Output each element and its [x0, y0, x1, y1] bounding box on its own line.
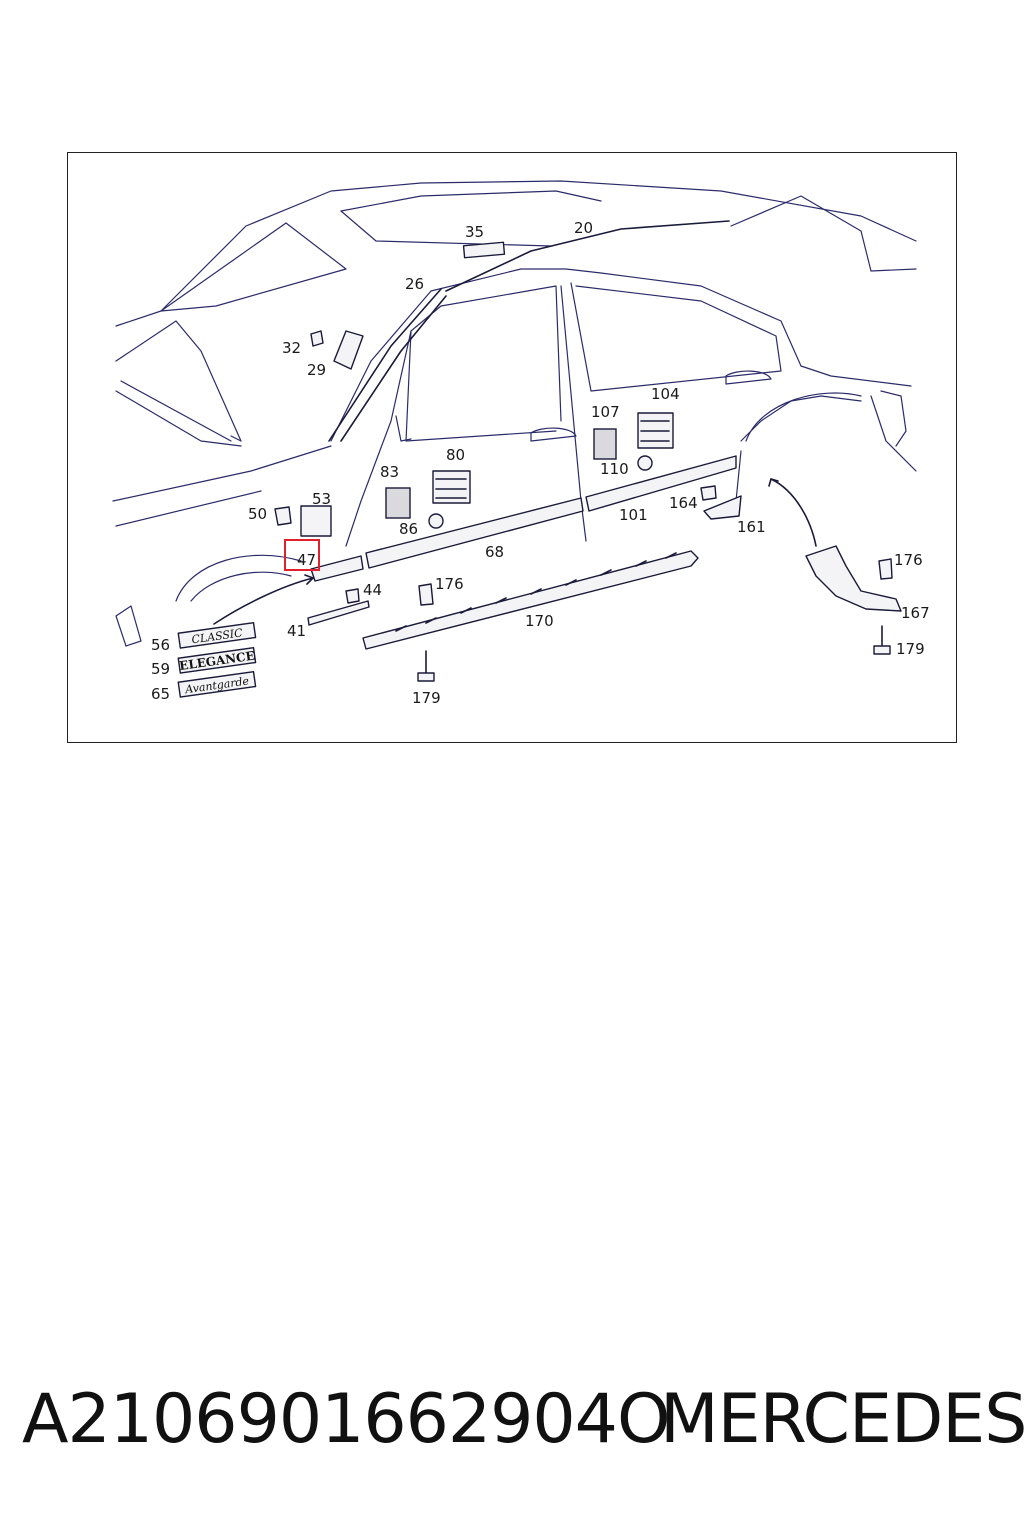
badge-elegance: ELEGANCE: [177, 646, 257, 674]
strip-41: [307, 600, 370, 626]
plug-50: [274, 506, 292, 526]
arrow-to-47: [213, 577, 314, 625]
roof-molding-20: [445, 220, 730, 292]
parts-diagram: CLASSIC ELEGANCE Avantgarde 20 35 26 32 …: [112, 180, 930, 707]
label-29: 29: [307, 361, 326, 379]
label-68: 68: [485, 543, 504, 561]
label-176-right: 176: [894, 551, 923, 569]
clip-80: [432, 470, 471, 504]
sill-panel-170: [362, 550, 699, 650]
bolt-176-left: [418, 583, 434, 606]
label-26: 26: [405, 275, 424, 293]
label-32: 32: [282, 339, 301, 357]
bracket-167: [805, 545, 902, 612]
bolt-176-right: [878, 558, 893, 580]
label-35: 35: [465, 223, 484, 241]
highlight-box-47: [284, 539, 320, 571]
badge-avantgarde: Avantgarde: [177, 670, 257, 698]
plug-164: [700, 485, 717, 501]
label-80: 80: [446, 446, 465, 464]
door-molding-68: [365, 497, 584, 569]
label-167: 167: [901, 604, 930, 622]
label-47: 47: [297, 551, 316, 569]
label-44: 44: [363, 581, 382, 599]
label-59: 59: [151, 660, 170, 678]
label-179-right: 179: [896, 640, 925, 658]
label-110: 110: [600, 460, 629, 478]
label-83: 83: [380, 463, 399, 481]
clip-107: [593, 428, 617, 460]
screw-110: [637, 455, 653, 471]
screw-179-right: [873, 625, 891, 655]
clip-104: [637, 412, 674, 449]
parts-diagram-frame: CLASSIC ELEGANCE Avantgarde 20 35 26 32 …: [67, 152, 957, 743]
label-41: 41: [287, 622, 306, 640]
clip-29: [333, 330, 364, 370]
brand-text: MERCEDES: [660, 1380, 1024, 1459]
screw-179-left: [417, 650, 435, 682]
screw-86: [428, 513, 444, 529]
label-179-left: 179: [412, 689, 441, 707]
clip-53: [300, 505, 332, 537]
label-53: 53: [312, 490, 331, 508]
part-number-text: A2106901662904O: [22, 1380, 670, 1459]
clip-83: [385, 487, 411, 519]
label-56: 56: [151, 636, 170, 654]
label-86: 86: [399, 520, 418, 538]
clip-35: [462, 241, 506, 259]
label-104: 104: [651, 385, 680, 403]
label-170: 170: [525, 612, 554, 630]
label-107: 107: [591, 403, 620, 421]
pin-32: [310, 330, 324, 347]
arrow-to-167: [770, 478, 817, 547]
label-101: 101: [619, 506, 648, 524]
label-20: 20: [574, 219, 593, 237]
trim-161: [703, 495, 742, 520]
car-body-outline: [112, 180, 917, 647]
door-molding-101: [585, 455, 737, 512]
a-pillar-trim-26: [328, 288, 442, 442]
label-50: 50: [248, 505, 267, 523]
plug-44: [345, 588, 360, 604]
badge-classic: CLASSIC: [177, 621, 257, 649]
label-65: 65: [151, 685, 170, 703]
label-161: 161: [737, 518, 766, 536]
label-176-left: 176: [435, 575, 464, 593]
label-164: 164: [669, 494, 698, 512]
fender-molding-47: [310, 555, 364, 582]
